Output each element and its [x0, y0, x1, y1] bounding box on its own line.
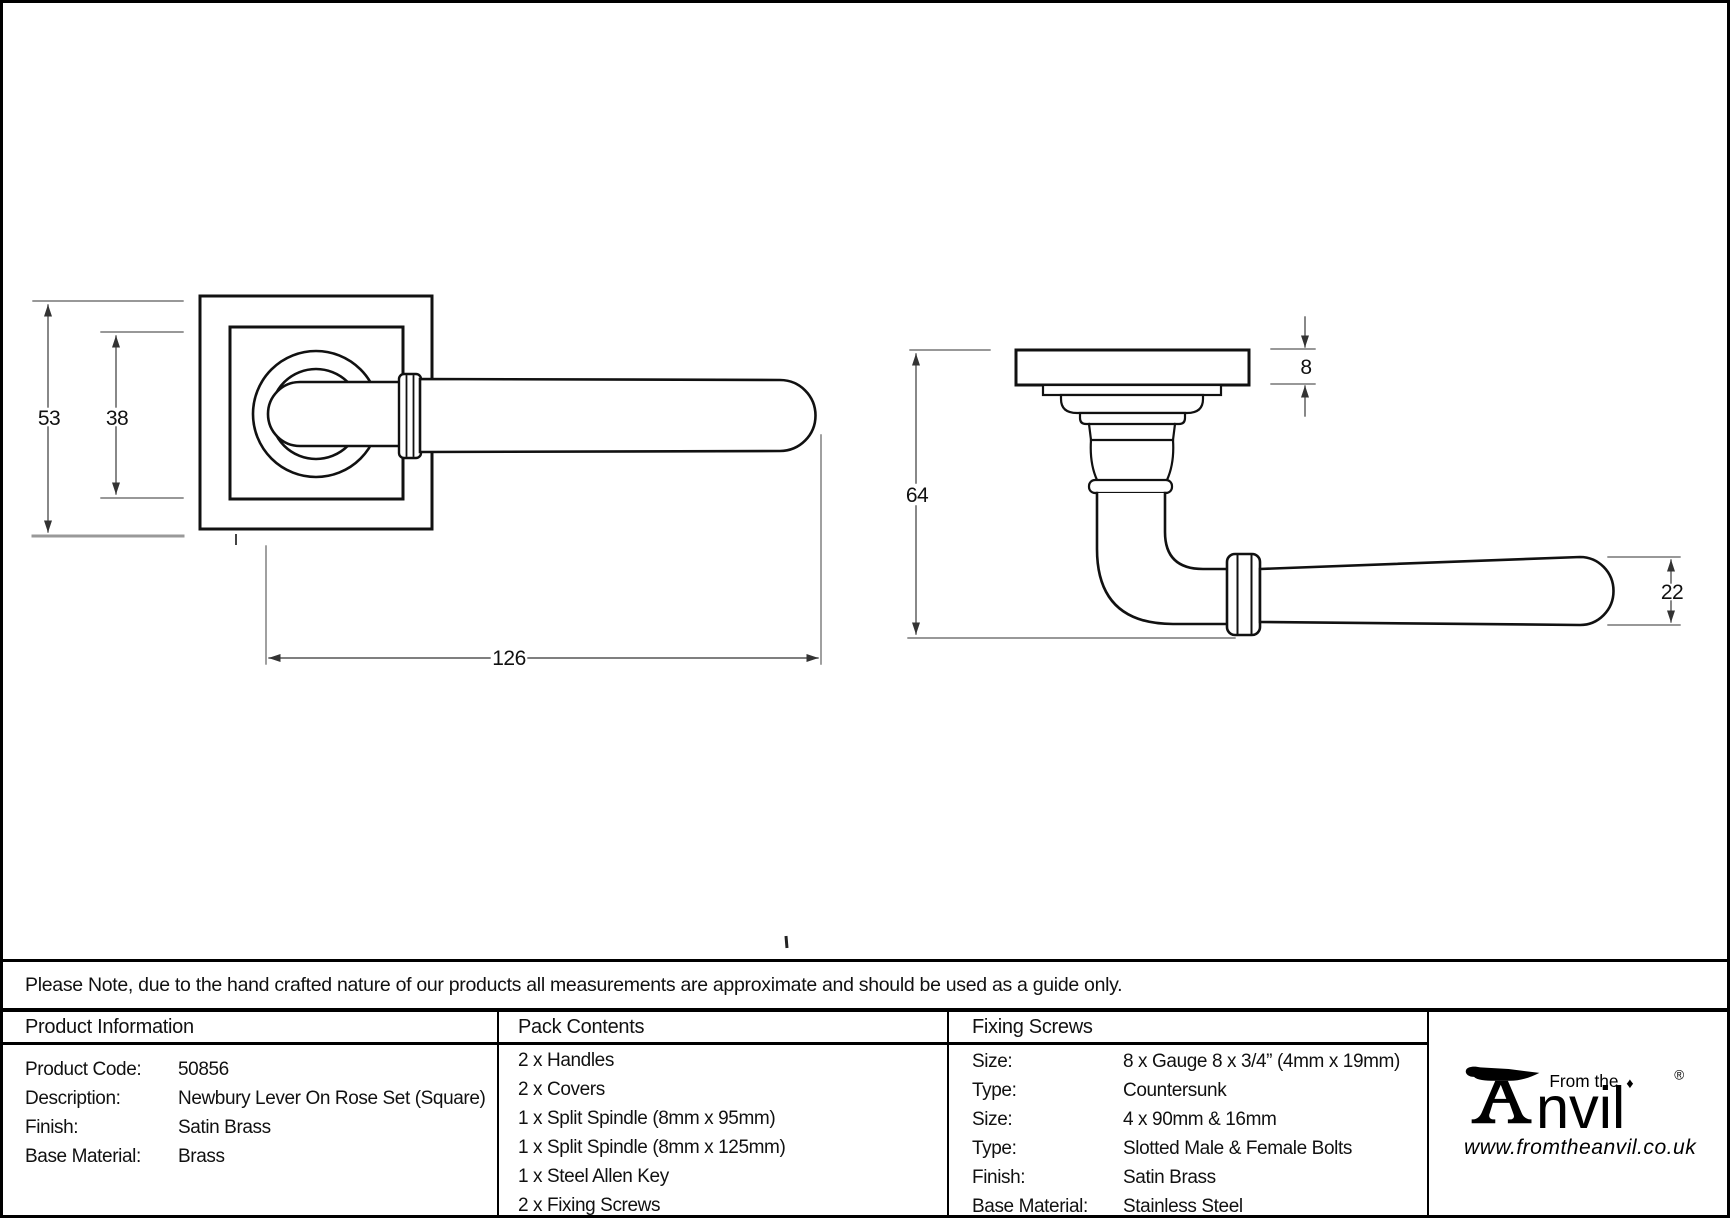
row-label: Finish:	[972, 1167, 1026, 1188]
list-item: 2 x Handles	[518, 1050, 614, 1071]
list-item: 1 x Split Spindle (8mm x 125mm)	[518, 1137, 786, 1158]
anvil-icon	[1465, 1066, 1540, 1124]
elbow-inner-edge	[1163, 491, 1229, 571]
list-item: 2 x Fixing Screws	[518, 1195, 661, 1216]
dim-38: 38	[106, 335, 129, 495]
table-row: Product Code: 50856	[25, 1055, 497, 1084]
table-header-top-border	[3, 1010, 1727, 1012]
table-row: Base Material: Brass	[25, 1142, 497, 1171]
elbow-fill	[1097, 493, 1227, 624]
dim-38-label: 38	[106, 407, 128, 430]
dim-126-label: 126	[492, 647, 526, 670]
dim-22: 22	[1661, 559, 1684, 623]
technical-drawings: 53 38 126	[31, 294, 1684, 949]
header-pack-contents: Pack Contents	[497, 1012, 947, 1045]
lever-grip-side	[1258, 555, 1615, 627]
dim-8: 8	[1300, 316, 1312, 417]
diamond-icon: ♦	[1626, 1076, 1633, 1092]
rose-molding-side	[1059, 393, 1205, 415]
row-value: Slotted Male & Female Bolts	[1123, 1138, 1352, 1159]
neck-bulge-side	[1089, 438, 1175, 482]
dim-64: 64	[906, 353, 929, 635]
table-row: Type: Countersunk	[972, 1076, 1427, 1105]
table-row: Size: 8 x Gauge 8 x 3/4” (4mm x 19mm)	[972, 1047, 1427, 1076]
front-view-drawing: 53 38 126	[31, 294, 822, 670]
side-view-drawing: 64 8 22	[906, 316, 1684, 639]
row-label: Type:	[972, 1080, 1017, 1101]
row-value: 8 x Gauge 8 x 3/4” (4mm x 19mm)	[1123, 1051, 1400, 1072]
neck-upper-side	[1087, 422, 1177, 442]
row-value: Newbury Lever On Rose Set (Square)	[178, 1088, 486, 1109]
table-row: Finish: Satin Brass	[25, 1113, 497, 1142]
row-label: Product Code:	[25, 1059, 142, 1080]
header-fixing-screws: Fixing Screws	[947, 1012, 1427, 1045]
stray-tick	[784, 935, 789, 949]
row-label: Size:	[972, 1051, 1013, 1072]
logo-tagline: From the	[1549, 1071, 1618, 1091]
neck-collar-side	[1087, 478, 1174, 495]
row-label: Finish:	[25, 1117, 79, 1138]
pack-contents-cell: 2 x Handles 2 x Covers 1 x Split Spindle…	[497, 1045, 947, 1216]
list-item: 1 x Split Spindle (8mm x 95mm)	[518, 1108, 776, 1129]
registered-mark-icon: ®	[1674, 1067, 1684, 1082]
dim-22-label: 22	[1661, 581, 1683, 604]
measurement-note: Please Note, due to the hand crafted nat…	[3, 959, 1727, 1010]
row-value: 50856	[178, 1059, 229, 1080]
row-label: Size:	[972, 1109, 1013, 1130]
fixing-screws-cell: Size: 8 x Gauge 8 x 3/4” (4mm x 19mm) Ty…	[947, 1045, 1427, 1217]
row-value: 4 x 90mm & 16mm	[1123, 1109, 1277, 1130]
row-label: Base Material:	[972, 1196, 1088, 1217]
row-label: Type:	[972, 1138, 1017, 1159]
row-value: Satin Brass	[1123, 1167, 1216, 1188]
grip-collar-side	[1225, 552, 1262, 637]
rose-step-side	[1041, 383, 1223, 397]
product-information-cell: Product Code: 50856 Description: Newbury…	[3, 1045, 497, 1215]
table-row: Description: Newbury Lever On Rose Set (…	[25, 1084, 497, 1113]
dim-8-label: 8	[1300, 356, 1311, 379]
dim-64-label: 64	[906, 484, 929, 507]
brand-logo-cell: From the ♦ nvil ® www.fromtheanvil.co.uk	[1427, 1012, 1727, 1215]
lever-neck-front	[266, 380, 403, 448]
table-row: Base Material: Stainless Steel	[972, 1192, 1427, 1217]
table-row: Type: Slotted Male & Female Bolts	[972, 1134, 1427, 1163]
row-value: Stainless Steel	[1123, 1196, 1243, 1217]
row-label: Description:	[25, 1088, 121, 1109]
rose-plate-side	[1014, 348, 1251, 387]
list-item: 1 x Steel Allen Key	[518, 1166, 669, 1187]
dim-126: 126	[268, 647, 819, 670]
table-row: Finish: Satin Brass	[972, 1163, 1427, 1192]
header-product-information: Product Information	[3, 1012, 497, 1045]
table-row: Size: 4 x 90mm & 16mm	[972, 1105, 1427, 1134]
dim-53: 53	[38, 304, 61, 533]
row-value: Brass	[178, 1146, 225, 1167]
dim-53-label: 53	[38, 407, 60, 430]
row-value: Satin Brass	[178, 1117, 271, 1138]
lever-collar-front	[397, 372, 423, 460]
logo-website: www.fromtheanvil.co.uk	[1464, 1136, 1697, 1159]
lever-grip-front	[418, 377, 817, 454]
list-item: 2 x Covers	[518, 1079, 605, 1100]
from-the-anvil-logo: From the ♦ nvil ® www.fromtheanvil.co.uk	[1464, 1066, 1697, 1159]
row-label: Base Material:	[25, 1146, 141, 1167]
row-value: Countersunk	[1123, 1080, 1227, 1101]
logo-brand-text: nvil	[1536, 1074, 1625, 1141]
rose-step2-side	[1078, 411, 1187, 426]
elbow-outer-edge	[1095, 491, 1229, 626]
